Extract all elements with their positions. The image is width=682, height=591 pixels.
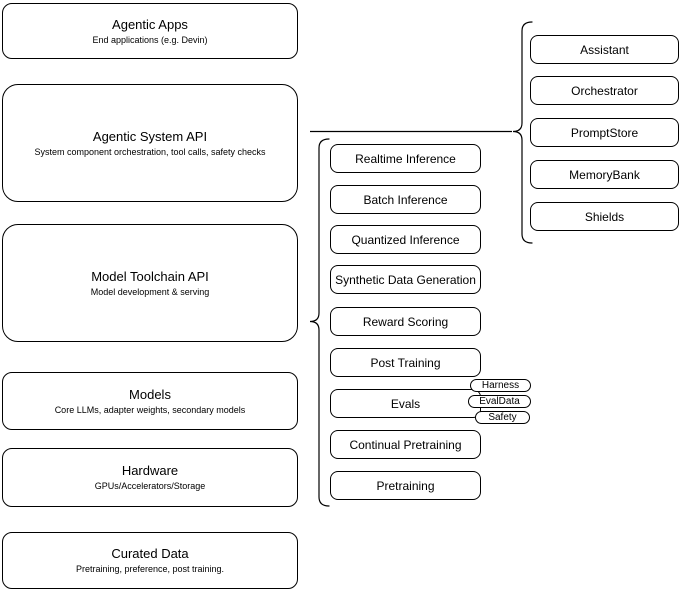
node-agentic-system-api: Agentic System API System component orch… (2, 84, 298, 202)
node-label: Reward Scoring (362, 314, 449, 329)
node-assistant: Assistant (530, 35, 679, 64)
node-title: Agentic Apps (112, 16, 188, 32)
node-reward-scoring: Reward Scoring (330, 307, 481, 336)
node-label: Assistant (580, 42, 629, 57)
node-subtitle: End applications (e.g. Devin) (92, 34, 208, 45)
node-label: MemoryBank (569, 167, 640, 182)
node-title: Curated Data (111, 546, 189, 561)
node-models: Models Core LLMs, adapter weights, secon… (2, 372, 298, 430)
node-batch-inference: Batch Inference (330, 185, 481, 214)
node-title: Model Toolchain API (91, 268, 209, 284)
node-title: Models (129, 386, 171, 402)
node-memorybank: MemoryBank (530, 160, 679, 189)
node-label: Pretraining (376, 478, 435, 493)
node-orchestrator: Orchestrator (530, 76, 679, 105)
node-subtitle: System component orchestration, tool cal… (34, 146, 266, 157)
node-label: Evals (390, 396, 421, 411)
node-shields: Shields (530, 202, 679, 231)
node-promptstore: PromptStore (530, 118, 679, 147)
node-quantized-inference: Quantized Inference (330, 225, 481, 254)
node-label: Synthetic Data Generation (335, 272, 476, 287)
node-continual-pretraining: Continual Pretraining (330, 430, 481, 459)
node-post-training: Post Training (330, 348, 481, 377)
node-label: PromptStore (570, 125, 639, 140)
node-subtitle: Pretraining, preference, post training. (75, 564, 225, 574)
node-subtitle: Core LLMs, adapter weights, secondary mo… (54, 404, 246, 415)
node-hardware: Hardware GPUs/Accelerators/Storage (2, 448, 298, 507)
tag-label: EvalData (479, 396, 520, 407)
node-title: Hardware (121, 463, 179, 478)
tag-safety: Safety (475, 411, 530, 424)
tag-evaldata: EvalData (468, 395, 531, 408)
node-subtitle: GPUs/Accelerators/Storage (94, 481, 206, 491)
node-evals: Evals (330, 389, 481, 418)
node-label: Orchestrator (571, 83, 638, 98)
node-label: Continual Pretraining (349, 437, 462, 452)
tag-harness: Harness (470, 379, 531, 392)
node-realtime-inference: Realtime Inference (330, 144, 481, 173)
node-model-toolchain-api: Model Toolchain API Model development & … (2, 224, 298, 342)
toolchain-components-brace (309, 138, 330, 507)
node-agentic-apps: Agentic Apps End applications (e.g. Devi… (2, 3, 298, 59)
node-title: Agentic System API (92, 128, 208, 144)
tag-label: Harness (481, 380, 520, 391)
tag-label: Safety (488, 412, 517, 423)
node-synthetic-data-generation: Synthetic Data Generation (330, 265, 481, 294)
node-subtitle: Model development & serving (90, 286, 210, 297)
node-label: Shields (584, 209, 625, 224)
node-label: Post Training (370, 355, 441, 370)
node-pretraining: Pretraining (330, 471, 481, 500)
node-curated-data: Curated Data Pretraining, preference, po… (2, 532, 298, 589)
node-label: Quantized Inference (351, 232, 460, 247)
node-label: Realtime Inference (355, 151, 456, 166)
node-label: Batch Inference (363, 192, 448, 207)
